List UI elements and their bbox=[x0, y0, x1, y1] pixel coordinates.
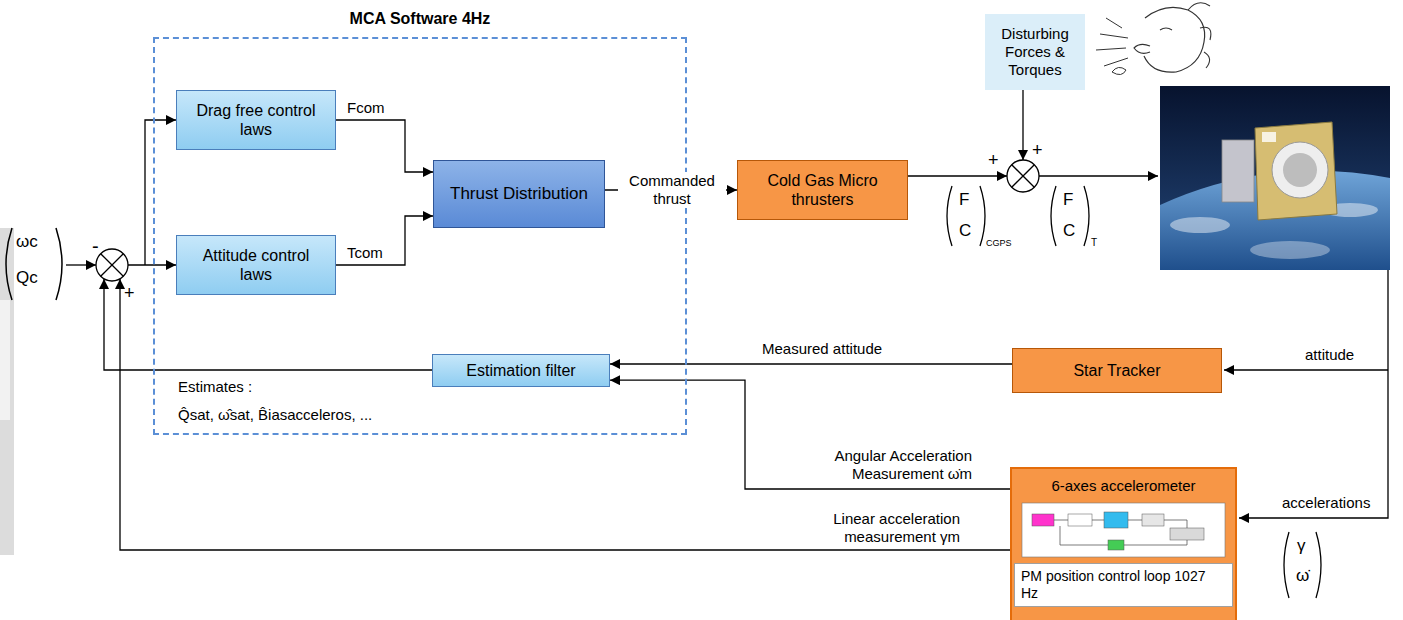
connector bbox=[336, 120, 433, 172]
connector bbox=[336, 216, 433, 265]
loop-schematic bbox=[1142, 514, 1164, 526]
loop-schematic bbox=[1022, 503, 1225, 557]
vector-bracket bbox=[1084, 186, 1089, 246]
vector-component: F bbox=[959, 190, 969, 210]
loop-schematic bbox=[1068, 514, 1092, 526]
vector-component: C bbox=[1063, 221, 1075, 241]
accelerometer-fill bbox=[1010, 467, 1237, 620]
control-loop-box: PM position control loop 1027 Hz bbox=[1014, 563, 1233, 607]
satellite-picture bbox=[1170, 217, 1230, 233]
wind-face bbox=[1188, 3, 1211, 68]
summing-junction bbox=[1012, 165, 1035, 188]
vector-bracket bbox=[980, 186, 985, 246]
filter-box: Estimation filter bbox=[432, 354, 610, 387]
edge-label: Commanded thrust bbox=[618, 172, 726, 208]
loop-schematic bbox=[1104, 512, 1128, 528]
box-label: Estimation filter bbox=[466, 361, 575, 380]
disturbance-box: Disturbing Forces & Torques bbox=[985, 14, 1085, 90]
signal-label: Linear acceleration measurement γm bbox=[770, 510, 960, 546]
vector-component: γ bbox=[1297, 536, 1306, 556]
loop-schematic bbox=[1032, 514, 1054, 526]
control-law-box: Attitude control laws bbox=[176, 235, 336, 295]
signal-wire bbox=[908, 175, 1007, 176]
box-label: Disturbing Forces & Torques bbox=[993, 25, 1077, 79]
satellite-picture bbox=[1222, 140, 1254, 202]
wind-puff bbox=[1112, 67, 1126, 74]
satellite-picture bbox=[1160, 86, 1390, 270]
wind-face bbox=[1144, 7, 1205, 72]
signal-label: accelerations bbox=[1282, 494, 1370, 512]
edge-label: Measured attitude bbox=[760, 340, 884, 358]
satellite-picture bbox=[1283, 153, 1317, 187]
signal-wire bbox=[66, 264, 96, 265]
signal-wire bbox=[1239, 270, 1388, 518]
edge-label: Fcom bbox=[345, 99, 387, 117]
sign-label: - bbox=[92, 234, 99, 258]
vector-bracket bbox=[1316, 532, 1321, 598]
signal-wire bbox=[145, 120, 176, 265]
box-label: Attitude control laws bbox=[185, 246, 327, 284]
group-heading: MCA Software 4Hz bbox=[155, 9, 685, 28]
box-label: Star Tracker bbox=[1073, 361, 1160, 380]
background-photo bbox=[0, 300, 10, 420]
vector-component: ωc bbox=[16, 232, 38, 252]
sign-label: + bbox=[988, 150, 999, 172]
wind-face bbox=[1134, 28, 1172, 53]
loop-schematic bbox=[1170, 528, 1204, 540]
vector-bracket bbox=[947, 186, 952, 246]
satellite-picture bbox=[1272, 142, 1328, 198]
accelerometer-box: 6-axes accelerometer PM position control … bbox=[1010, 467, 1237, 620]
actuator-box: Cold Gas Micro thrusters bbox=[737, 160, 908, 220]
satellite-picture bbox=[1255, 122, 1337, 220]
edge-label: Tcom bbox=[345, 244, 385, 262]
vector-component: F bbox=[1063, 190, 1073, 210]
vector-component: Qc bbox=[16, 268, 38, 288]
signal-label: attitude bbox=[1305, 346, 1354, 364]
vector-bracket bbox=[1051, 186, 1056, 246]
signal-wire bbox=[128, 264, 176, 265]
sign-label: + bbox=[124, 283, 135, 305]
distribution-box: Thrust Distribution bbox=[433, 160, 605, 228]
vector-component: ω̇ bbox=[1296, 566, 1309, 586]
control-law-box: Drag free control laws bbox=[176, 90, 336, 150]
loop-schematic bbox=[1054, 520, 1187, 545]
satellite-picture bbox=[1250, 241, 1330, 259]
box-label: Thrust Distribution bbox=[450, 184, 588, 204]
summing-junction bbox=[1007, 160, 1039, 192]
wind-puff bbox=[1096, 18, 1128, 66]
signal-label: Estimates : bbox=[178, 378, 252, 396]
sign-label: + bbox=[1032, 140, 1043, 162]
vector-subscript: CGPS bbox=[986, 238, 1012, 249]
connector bbox=[610, 363, 1012, 364]
loop-schematic bbox=[1108, 540, 1124, 550]
box-label: PM position control loop 1027 Hz bbox=[1021, 568, 1208, 602]
vector-subscript: T bbox=[1091, 237, 1097, 249]
background-photo bbox=[0, 228, 14, 555]
satellite-picture bbox=[1262, 132, 1276, 142]
vector-component: C bbox=[959, 221, 971, 241]
summing-junction bbox=[96, 249, 128, 281]
signal-wire bbox=[1022, 90, 1023, 160]
edge-label: Angular Acceleration Measurement ω̇m bbox=[770, 447, 974, 483]
signal-wire bbox=[1039, 175, 1158, 176]
signal-wire bbox=[1224, 369, 1388, 370]
box-label: Cold Gas Micro thrusters bbox=[746, 171, 899, 209]
vector-bracket bbox=[1284, 532, 1289, 598]
signal-wire bbox=[120, 279, 1010, 550]
box-label: Drag free control laws bbox=[185, 101, 327, 139]
vector-bracket bbox=[56, 228, 62, 300]
box-label: 6-axes accelerometer bbox=[1051, 477, 1195, 495]
sensor-box: Star Tracker bbox=[1012, 348, 1222, 393]
software-group: MCA Software 4HzDrag free control lawsAt… bbox=[153, 37, 687, 435]
vector-bracket bbox=[6, 228, 12, 300]
estimate-list: Q̂sat, ω̂sat, B̂iasacceleros, ... bbox=[178, 406, 372, 424]
summing-junction bbox=[101, 254, 124, 277]
